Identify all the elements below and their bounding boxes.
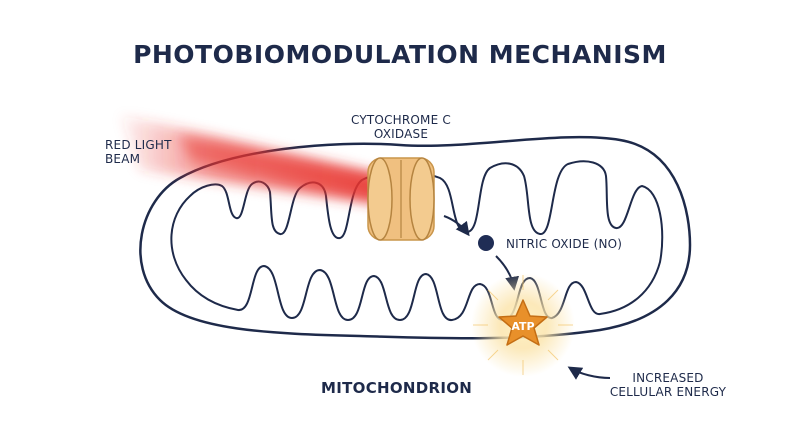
page-title: PHOTOBIOMODULATION MECHANISM (133, 40, 667, 69)
nitric-oxide-label: NITRIC OXIDE (NO) (506, 237, 623, 251)
arrow-increased-energy (567, 366, 611, 380)
cytochrome-label: CYTOCHROME C OXIDASE (336, 113, 466, 141)
red-light-label: RED LIGHT BEAM (105, 138, 172, 166)
red-light-label-line2: BEAM (105, 152, 141, 166)
red-light-label-line1: RED LIGHT (105, 138, 172, 152)
increased-energy-label: INCREASED CELLULAR ENERGY (606, 371, 730, 399)
arrow-to-nitric-oxide (443, 215, 470, 237)
nitric-oxide-icon (478, 235, 494, 251)
increased-energy-label-line1: INCREASED (632, 371, 704, 385)
cytochrome-c-oxidase-icon (367, 157, 435, 241)
cytochrome-label-line1: CYTOCHROME C (351, 113, 451, 127)
red-light-beam (120, 115, 385, 205)
increased-energy-label-line2: CELLULAR ENERGY (609, 385, 727, 399)
cytochrome-label-line2: OXIDASE (373, 127, 429, 141)
atp-label: ATP (511, 320, 535, 333)
atp-star-icon (471, 273, 575, 377)
mitochondrion-label: MITOCHONDRION (321, 379, 473, 397)
